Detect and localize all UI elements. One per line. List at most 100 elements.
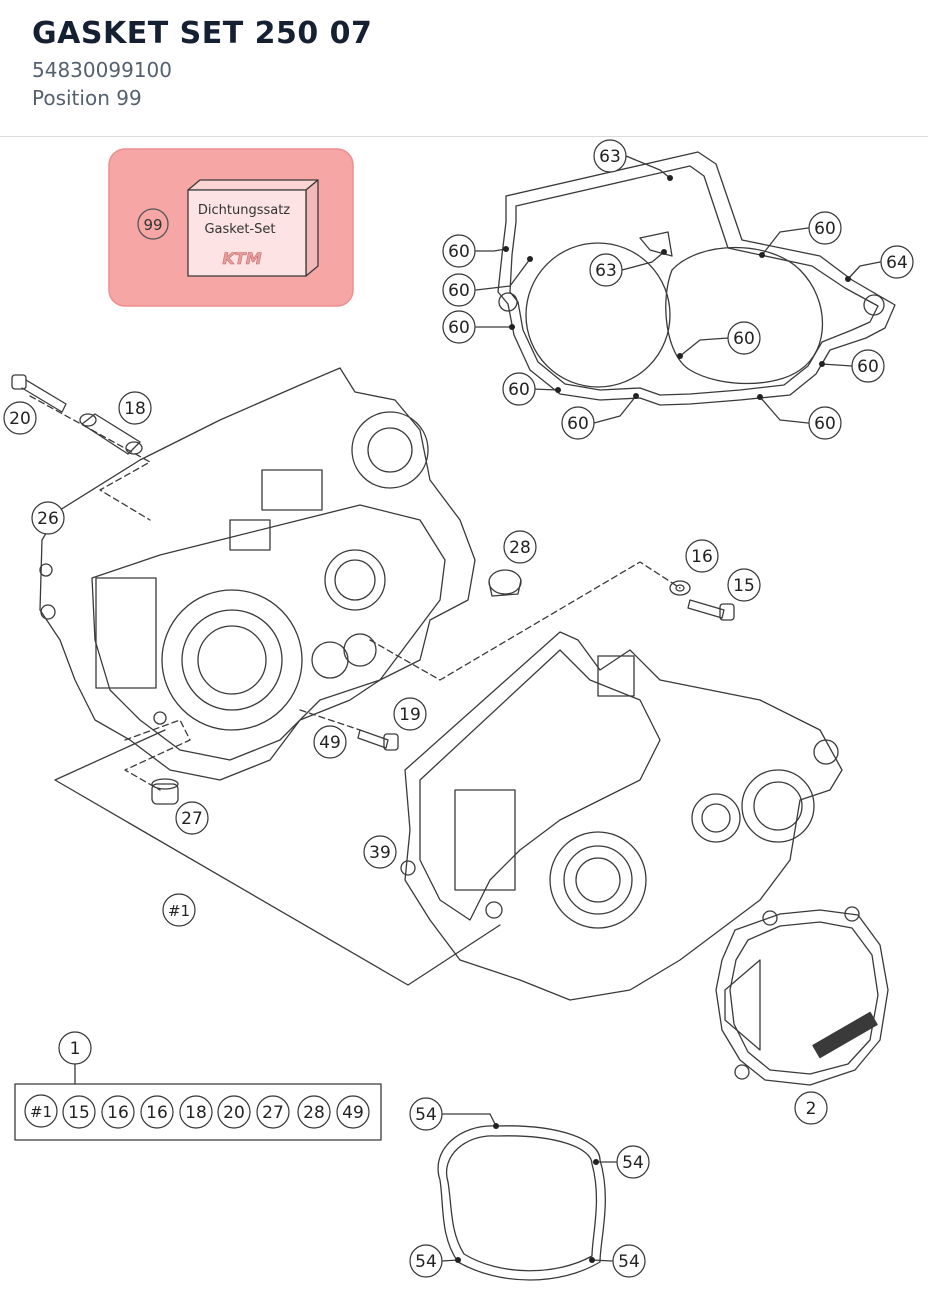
callout-27[interactable]: 27 [175,801,209,835]
kit-item-27[interactable]: 27 [256,1095,290,1129]
callout-2[interactable]: 2 [794,1091,828,1125]
callout-18[interactable]: 18 [118,391,152,425]
assembly-bracket-lines [54,729,501,986]
svg-text:27: 27 [262,1103,284,1123]
kit-item-20[interactable]: 20 [217,1095,251,1129]
kit-item-18[interactable]: 18 [179,1095,213,1129]
svg-text:15: 15 [733,576,755,596]
kit-frame [14,1083,382,1141]
svg-text:64: 64 [886,253,908,273]
callout-hash1[interactable]: #1 [162,893,196,927]
callout-60-d[interactable]: 60 [808,211,842,245]
kit-item-16-a[interactable]: 16 [101,1095,135,1129]
position-label: Position 99 [32,86,142,110]
ignition-cover [715,906,889,1086]
svg-text:49: 49 [319,733,341,753]
svg-text:49: 49 [342,1103,364,1123]
kit-item-16-b[interactable]: 16 [140,1095,174,1129]
callout-54-b[interactable]: 54 [616,1145,650,1179]
callout-16[interactable]: 16 [685,539,719,573]
callout-26[interactable]: 26 [31,501,65,535]
callout-54-a[interactable]: 54 [409,1097,443,1131]
callout-54-d[interactable]: 54 [612,1244,646,1278]
callout-60-e[interactable]: 60 [727,321,761,355]
svg-text:16: 16 [107,1103,129,1123]
svg-text:60: 60 [814,414,836,434]
callout-28[interactable]: 28 [503,530,537,564]
svg-text:60: 60 [448,318,470,338]
header: GASKET SET 250 07 54830099100 Position 9… [0,0,928,137]
svg-text:15: 15 [68,1103,90,1123]
ignition-cover-gasket [437,1125,606,1281]
svg-text:54: 54 [415,1105,437,1125]
callout-60-h[interactable]: 60 [561,406,595,440]
svg-text:26: 26 [37,509,59,529]
callout-39[interactable]: 39 [363,835,397,869]
callout-60-i[interactable]: 60 [808,406,842,440]
callout-49[interactable]: 49 [313,725,347,759]
callout-20[interactable]: 20 [3,401,37,435]
callout-63-a[interactable]: 63 [593,139,627,173]
svg-text:60: 60 [857,357,879,377]
callout-60-b[interactable]: 60 [442,273,476,307]
bolt-20 [11,374,67,413]
highlight-callout-99[interactable]: 99 [143,216,162,234]
svg-text:16: 16 [691,547,713,567]
page-title: GASKET SET 250 07 [32,16,373,51]
callout-19[interactable]: 19 [393,697,427,731]
svg-text:28: 28 [303,1103,325,1123]
svg-text:54: 54 [415,1252,437,1272]
gasket-set-box-icon [187,179,319,277]
sleeve-18 [79,413,143,455]
callout-60-g[interactable]: 60 [502,372,536,406]
reference-dots [455,175,851,1263]
callout-60-c[interactable]: 60 [442,310,476,344]
kit-item-hash1[interactable]: #1 [24,1094,58,1128]
clutch-cover-gasket [497,151,896,406]
callout-54-c[interactable]: 54 [409,1244,443,1278]
svg-text:63: 63 [595,261,617,281]
svg-text:60: 60 [567,414,589,434]
washer-16 [669,580,691,596]
svg-text:63: 63 [599,147,621,167]
svg-text:60: 60 [448,281,470,301]
svg-text:54: 54 [622,1153,644,1173]
callout-1[interactable]: 1 [58,1031,92,1065]
svg-text:60: 60 [814,219,836,239]
kit-item-28[interactable]: 28 [297,1095,331,1129]
box-text-de: Dichtungssatz [198,203,290,218]
callout-15[interactable]: 15 [727,568,761,602]
svg-text:16: 16 [146,1103,168,1123]
svg-text:#1: #1 [168,902,190,920]
callout-63-b[interactable]: 63 [589,253,623,287]
left-crankcase-half [39,367,476,781]
callout-60-f[interactable]: 60 [851,349,885,383]
dashed-guide-lines [29,395,681,791]
svg-text:39: 39 [369,843,391,863]
svg-text:60: 60 [448,242,470,262]
box-text-en: Gasket-Set [204,222,275,237]
svg-text:60: 60 [508,380,530,400]
gasket-set-highlight[interactable] [108,148,354,307]
sleeve-28 [488,569,522,597]
callout-64[interactable]: 64 [880,245,914,279]
bolt-15 [687,599,735,621]
svg-text:60: 60 [733,329,755,349]
right-crankcase-half [400,631,843,1001]
svg-text:18: 18 [185,1103,207,1123]
kit-item-15[interactable]: 15 [62,1095,96,1129]
kit-item-49[interactable]: 49 [336,1095,370,1129]
svg-text:#1: #1 [30,1103,52,1121]
svg-text:19: 19 [399,705,421,725]
svg-text:18: 18 [124,399,146,419]
bolt-19 [357,729,399,751]
svg-text:1: 1 [70,1039,81,1059]
sleeve-27 [151,778,179,805]
callout-60-a[interactable]: 60 [442,234,476,268]
svg-text:54: 54 [618,1252,640,1272]
svg-text:2: 2 [806,1099,817,1119]
exploded-parts-diagram: 99 Dichtungssatz Gasket-Set KTM 63 63 60… [3,139,914,1281]
ktm-logo: KTM [222,249,261,268]
svg-text:20: 20 [223,1103,245,1123]
svg-text:27: 27 [181,809,203,829]
